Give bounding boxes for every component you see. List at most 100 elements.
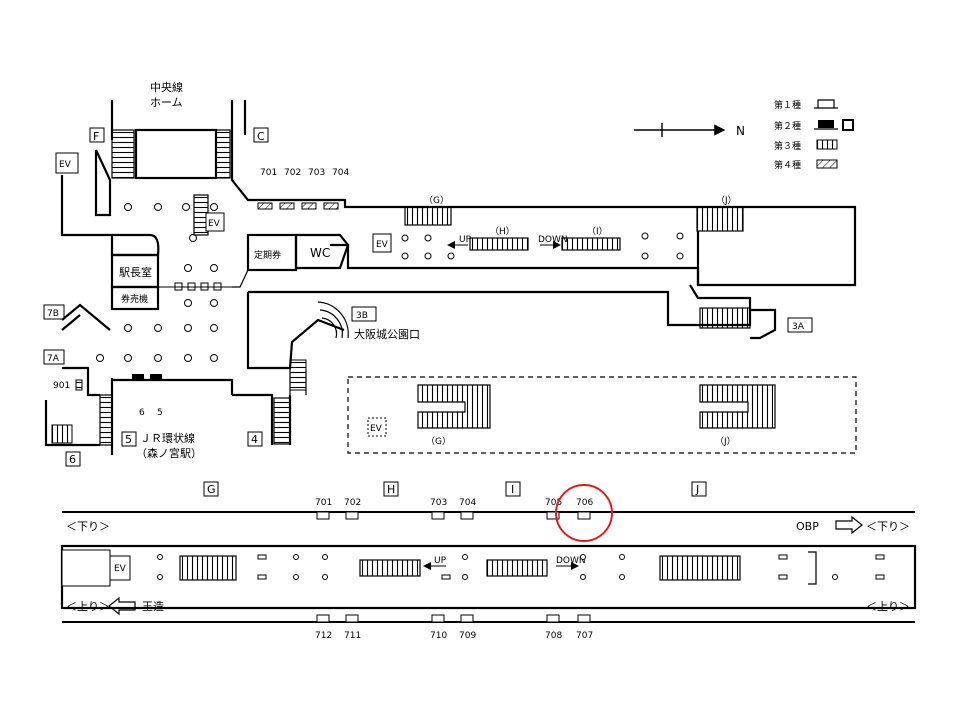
section-j: J bbox=[695, 483, 699, 496]
ad-704-label: 704 bbox=[332, 168, 349, 178]
stairs-j-label: （J） bbox=[716, 195, 737, 206]
lower-level: EV （G） （J） bbox=[347, 376, 857, 454]
ad-702 bbox=[279, 202, 295, 210]
elevator-center[interactable] bbox=[205, 212, 225, 232]
exit-6-marker bbox=[132, 374, 144, 381]
exit-4-label: 4 bbox=[251, 433, 258, 446]
stairs-g-lower bbox=[417, 384, 491, 429]
stairs-f bbox=[111, 129, 135, 179]
exit-6-badge[interactable] bbox=[65, 451, 81, 467]
stairs-3a bbox=[699, 307, 751, 329]
door-702 bbox=[345, 511, 359, 520]
type2-box-icon bbox=[842, 119, 854, 131]
stairs-j-lower-label: （J） bbox=[715, 436, 736, 447]
door-707 bbox=[577, 614, 591, 623]
legend-type-3: 第３種 bbox=[774, 140, 801, 152]
stairs-g-lower-label: （G） bbox=[426, 436, 451, 447]
stairs-g-label: （G） bbox=[424, 195, 449, 206]
platform-elevator[interactable] bbox=[61, 549, 111, 587]
num-5: 5 bbox=[157, 408, 163, 418]
section-h-badge bbox=[383, 481, 399, 497]
exit-5-badge[interactable] bbox=[121, 431, 137, 447]
ad-701-label: 701 bbox=[260, 168, 277, 178]
platform-stairs-h bbox=[359, 559, 421, 577]
ticket-gates bbox=[158, 282, 232, 291]
tamatsukuri-label: 玉造 bbox=[142, 599, 164, 613]
legend-type-1: 第１種 bbox=[774, 99, 801, 111]
door-709 bbox=[460, 614, 474, 623]
exit-3a-badge[interactable] bbox=[787, 317, 813, 333]
type1-symbol-icon bbox=[814, 99, 838, 109]
columns-east bbox=[401, 232, 684, 260]
stairs-i bbox=[561, 237, 621, 251]
elevator-lower-label: EV bbox=[370, 424, 383, 434]
elevator-center-label: EV bbox=[208, 219, 221, 229]
chuo-line-home-box bbox=[134, 128, 218, 180]
section-i: I bbox=[511, 483, 514, 496]
stairs-h-label: （H） bbox=[490, 226, 515, 237]
osaka-castle-exit-label: 大阪城公園口 bbox=[354, 327, 420, 341]
exit-3b-label: 3B bbox=[356, 311, 368, 321]
stairs-g bbox=[404, 206, 452, 226]
obp-arrow-icon bbox=[835, 515, 863, 535]
exit-7b-badge[interactable] bbox=[43, 304, 65, 320]
exit-f-label: F bbox=[93, 130, 99, 143]
door-704 bbox=[460, 511, 474, 520]
platform-up-label: UP bbox=[434, 556, 447, 566]
pos-708: 708 bbox=[545, 631, 562, 641]
lower-level-outline bbox=[347, 376, 857, 454]
door-703 bbox=[431, 511, 445, 520]
pos-705: 705 bbox=[545, 498, 562, 508]
num-6: 6 bbox=[139, 408, 145, 418]
stairs-6 bbox=[99, 394, 113, 446]
tamatsukuri-arrow-icon bbox=[108, 596, 136, 616]
door-705 bbox=[546, 511, 560, 520]
exit-c-badge[interactable] bbox=[253, 127, 269, 143]
exit-7a-label: 7A bbox=[47, 354, 60, 364]
platform-fixtures bbox=[157, 551, 885, 585]
north-label: N bbox=[736, 124, 745, 138]
wc[interactable] bbox=[294, 233, 350, 270]
legend-type-2: 第２種 bbox=[774, 120, 801, 132]
exit-3a-label: 3A bbox=[792, 322, 805, 332]
ad-701 bbox=[257, 202, 273, 210]
exit-f-badge[interactable] bbox=[89, 127, 105, 143]
exit-5-label: 5 bbox=[125, 433, 132, 446]
pos-703: 703 bbox=[430, 498, 447, 508]
exit-7b-label: 7B bbox=[47, 309, 59, 319]
up-label-left: ＜上り＞ bbox=[66, 600, 110, 613]
concourse: 中央線 ホーム F C EV 701 702 703 704 bbox=[43, 80, 857, 467]
ad-704 bbox=[323, 202, 339, 210]
exit-901-label: 901 bbox=[53, 381, 70, 391]
ad-703 bbox=[301, 202, 317, 210]
elevator-g[interactable] bbox=[372, 233, 392, 253]
type4-symbol-icon bbox=[816, 159, 838, 169]
section-g: G bbox=[207, 483, 216, 496]
elevator-left[interactable] bbox=[55, 152, 79, 174]
type2-symbol-icon bbox=[818, 120, 834, 128]
platform-stairs-j bbox=[659, 555, 741, 581]
ticket-machine[interactable] bbox=[110, 285, 160, 311]
exit-3b-badge[interactable] bbox=[351, 306, 377, 322]
morinomiya-label: （森ノ宮駅） bbox=[136, 446, 202, 460]
pos-712: 712 bbox=[315, 631, 332, 641]
section-i-badge bbox=[505, 481, 521, 497]
wc-label: WC bbox=[310, 246, 330, 260]
door-706 bbox=[577, 511, 591, 520]
legend-type-4: 第４種 bbox=[774, 159, 801, 171]
section-h: H bbox=[387, 483, 395, 496]
exit-4-badge[interactable] bbox=[247, 431, 263, 447]
pos-701: 701 bbox=[315, 498, 332, 508]
pos-709: 709 bbox=[459, 631, 476, 641]
elevator-g-label: EV bbox=[376, 240, 389, 250]
elevator-lower[interactable] bbox=[367, 417, 387, 437]
columns-mid bbox=[96, 264, 218, 362]
type3-symbol-icon bbox=[816, 139, 838, 150]
chuo-line-label-1: 中央線 bbox=[150, 80, 183, 94]
exit-6-label: 6 bbox=[69, 453, 76, 466]
exit-7a-badge[interactable] bbox=[43, 349, 65, 365]
exit-5-marker bbox=[150, 374, 162, 381]
chuo-line-label-2: ホーム bbox=[150, 96, 183, 109]
stairs-j bbox=[696, 206, 744, 232]
down-label-right: ＜下り＞ bbox=[866, 520, 910, 533]
